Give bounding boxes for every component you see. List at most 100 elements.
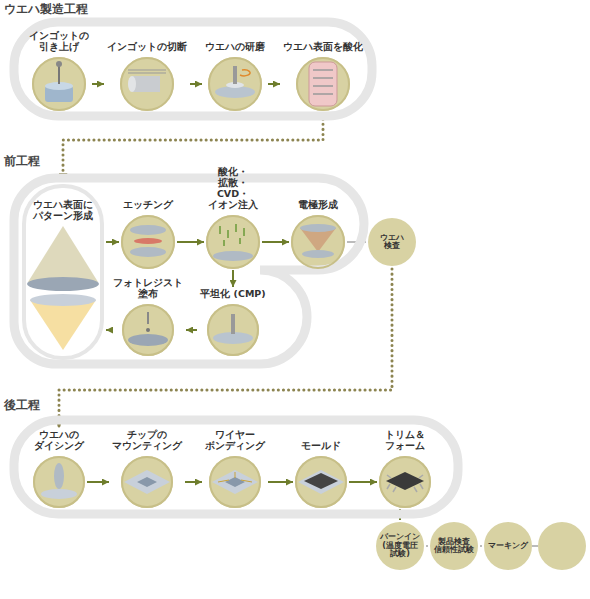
process-circle: ワイヤー ボンディング [204, 430, 266, 508]
furnace-icon [309, 62, 337, 106]
step-label: ウエハの ダイシング [34, 430, 84, 452]
process-circle: 電極形成 [291, 200, 345, 269]
step-label: ワイヤー ボンディング [205, 430, 265, 452]
dotted-flow-line [63, 114, 323, 181]
process-circle: ウエハ表面を酸化 [282, 42, 364, 111]
flow-arrow [262, 241, 289, 243]
step-label: ウエハ表面を酸化 [283, 42, 363, 53]
flow-arrow [185, 481, 202, 483]
process-band: ウエハ製造工程インゴットの 引き上げインゴットの切断 ウエハの研磨 ウエハ表面を酸化 [0, 0, 380, 122]
section-heading: 前工程 [4, 154, 40, 168]
resist-coater-icon [128, 312, 168, 346]
step-label: チップの マウンティング [112, 430, 182, 452]
step-label: エッチング [123, 200, 173, 211]
step-label: 平坦化 (CMP) [200, 289, 265, 300]
process-band: 前工程ウエハ表面に パターン形成 エッチング 酸化・拡散・CVD・ イオン注入電極形… [0, 152, 372, 368]
flow-arrow [106, 241, 119, 243]
step-circle [368, 218, 416, 266]
sputter-icon [300, 224, 336, 258]
flow-arrow [92, 83, 104, 85]
process-circle: インゴットの 引き上げ [28, 31, 90, 111]
step-circle [430, 522, 478, 570]
crystal-puller-icon [45, 61, 73, 102]
step-label: インゴットの切断 [107, 42, 187, 53]
step-label: ウエハ 検査 [380, 234, 404, 251]
ingot-saw-icon [128, 70, 166, 92]
step-circle [123, 305, 173, 355]
step-circle [209, 58, 261, 110]
mold-icon [298, 470, 344, 494]
step-label: ウエハの研磨 [205, 42, 265, 53]
node-outline [106, 42, 188, 111]
process-circle: バーンイン (温度電圧 試験) [376, 522, 424, 570]
step-label: フォトレジスト 塗布 [113, 278, 183, 300]
step-circle [376, 522, 424, 570]
process-circle: フォトレジスト 塗布 [112, 278, 184, 356]
dotted-flow-line [59, 269, 392, 427]
step-circle [296, 457, 346, 507]
process-circle: トリム＆フォーム [379, 430, 431, 508]
band-outline [14, 420, 458, 514]
step-circle [207, 216, 259, 268]
flow-arrow [87, 481, 109, 483]
section-heading: 後工程 [4, 398, 40, 412]
step-circle [297, 58, 349, 110]
process-band: 後工程ウエハの ダイシング チップの マウンティング ワイヤー ボンディングモールド… [0, 396, 470, 520]
cmp-icon [213, 314, 253, 344]
etcher-icon [130, 225, 166, 257]
node-outline [282, 42, 364, 111]
process-circle: エッチング [121, 200, 175, 269]
process-circle: 酸化・拡散・CVD・ イオン注入 [206, 167, 260, 269]
stepper-icon [27, 226, 99, 350]
process-circle: インゴットの切断 [106, 42, 188, 111]
package-icon [386, 472, 424, 492]
flow-arrow [349, 481, 377, 483]
step-circle [484, 522, 532, 570]
process-circle: モールド [295, 441, 347, 508]
process-circle: 製品検査 信頼性試験 [430, 522, 478, 570]
polisher-icon [215, 66, 255, 98]
step-label: ウエハ表面に パターン形成 [33, 200, 93, 222]
flow-arrow [186, 329, 197, 331]
step-label: トリム＆フォーム [385, 430, 425, 452]
capsule-outline [24, 186, 102, 358]
step-circle [122, 216, 174, 268]
node-outline [0, 0, 380, 122]
step-circle [292, 216, 344, 268]
step-circle [210, 457, 260, 507]
band-outline [14, 178, 364, 364]
process-circle: チップの マウンティング [111, 430, 183, 508]
flow-arrow [190, 83, 202, 85]
flow-arrow [106, 329, 110, 331]
node-outline [199, 289, 267, 356]
step-circle [380, 457, 430, 507]
bonding-icon [212, 470, 258, 494]
node-outline [295, 441, 347, 508]
process-circle: マーキング [484, 522, 532, 570]
dicing-icon [41, 463, 77, 499]
step-circle [33, 58, 85, 110]
blank-final-step [532, 522, 586, 570]
flow-arrow [426, 545, 428, 547]
flow-arrow [232, 270, 234, 287]
node-outline [204, 42, 266, 111]
step-circle [208, 305, 258, 355]
step-circle [34, 457, 84, 507]
process-circle: 平坦化 (CMP) [199, 289, 267, 356]
flow-arrow [480, 545, 482, 547]
flow-arrow [268, 83, 280, 85]
process-circle: ウエハの研磨 [204, 42, 266, 111]
step-label: インゴットの 引き上げ [29, 31, 89, 53]
band-outline [14, 22, 372, 116]
section-heading: ウエハ製造工程 [4, 2, 88, 16]
step-label: バーンイン (温度電圧 試験) [380, 533, 420, 558]
node-outline [291, 200, 345, 269]
pattern-capsule: ウエハ表面に パターン形成 [22, 184, 104, 360]
implant-icon [213, 224, 253, 261]
flow-arrow [268, 481, 293, 483]
mount-icon [124, 470, 170, 494]
flow-arrow [177, 241, 204, 243]
